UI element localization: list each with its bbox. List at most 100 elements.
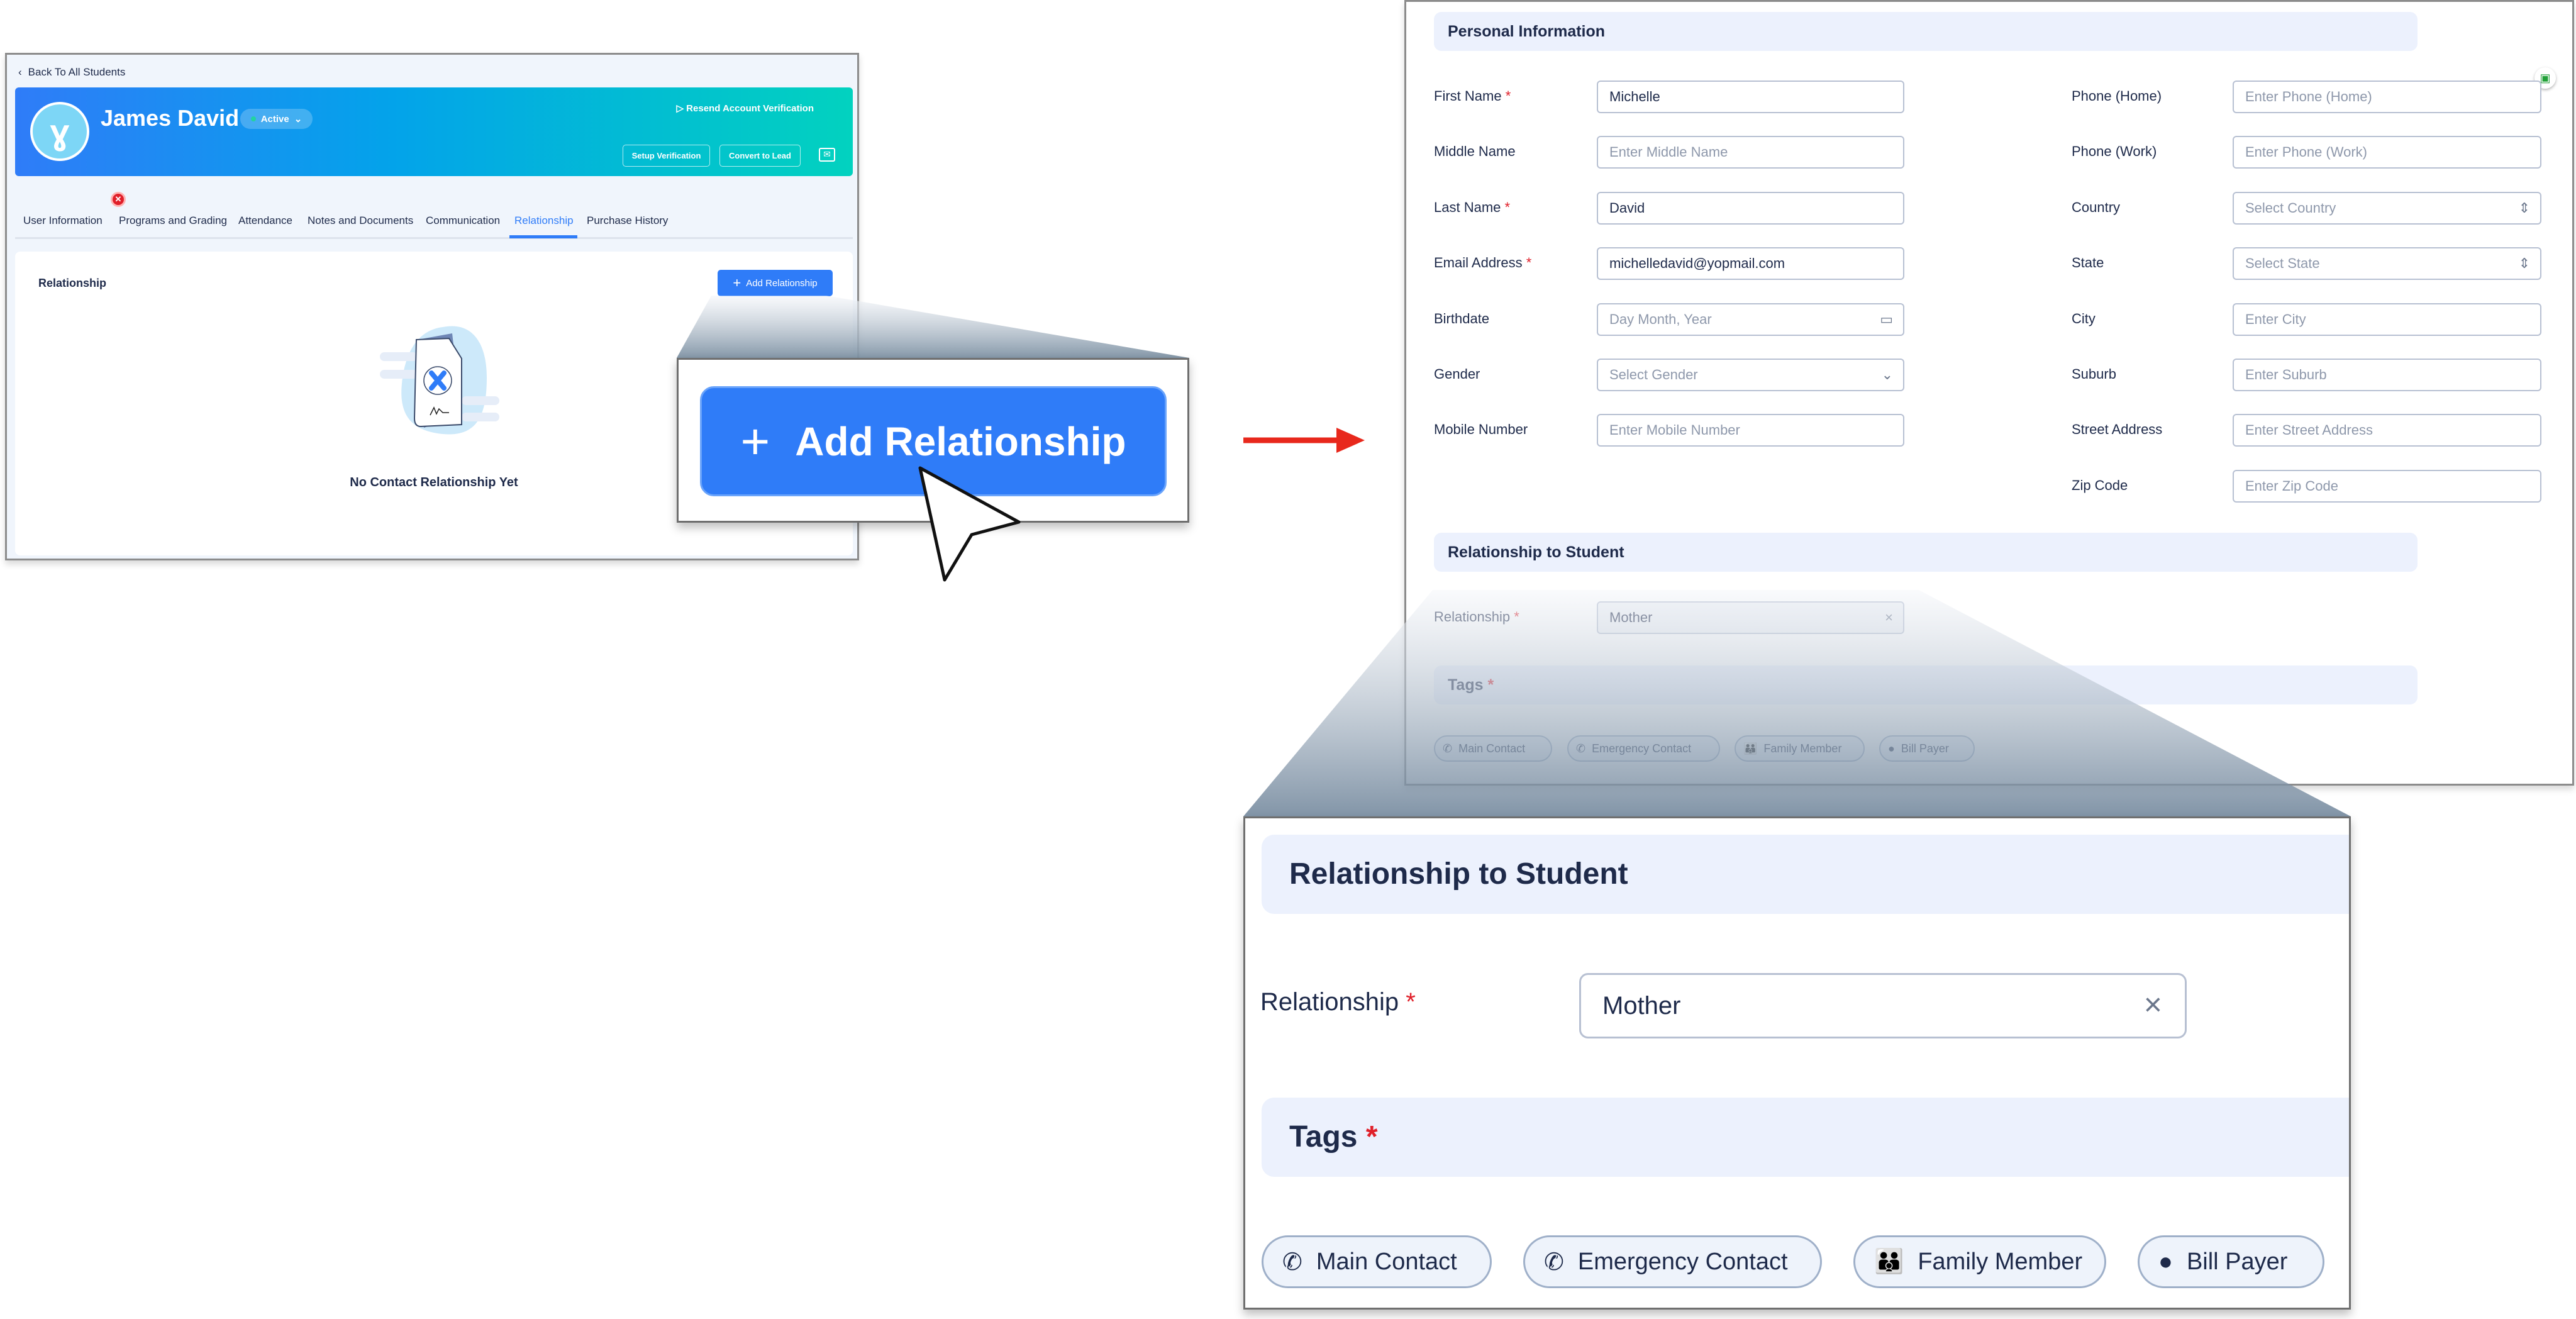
- tags-header-text: Tags: [1448, 676, 1484, 694]
- mobile-number-label: Mobile Number: [1434, 421, 1528, 438]
- error-badge-icon: ✕: [111, 192, 126, 207]
- plus-icon: +: [733, 275, 741, 291]
- last-name-input[interactable]: David: [1597, 191, 1904, 225]
- chevron-down-icon[interactable]: ⌄: [1881, 367, 1893, 382]
- tag-label: Family Member: [1918, 1248, 2083, 1275]
- empty-document-illustration: [380, 326, 499, 435]
- city-input[interactable]: Enter City: [2233, 303, 2541, 336]
- zoomed-tag-emergency-contact[interactable]: ✆Emergency Contact: [1523, 1235, 1822, 1288]
- country-input[interactable]: Select Country ⇕: [2233, 191, 2541, 225]
- input-placeholder: Select State: [2245, 255, 2320, 272]
- input-value: David: [1609, 199, 1645, 216]
- first-name-label: First Name *: [1434, 88, 1511, 104]
- relationship-label-zoomed: Relationship *: [1260, 988, 1416, 1016]
- phone-home-input[interactable]: Enter Phone (Home): [2233, 81, 2541, 113]
- tag-label: Family Member: [1763, 742, 1842, 755]
- zip-code-input[interactable]: Enter Zip Code: [2233, 469, 2541, 503]
- gender-label: Gender: [1434, 366, 1480, 382]
- student-name: James David: [101, 105, 240, 131]
- clear-icon[interactable]: ×: [2143, 987, 2162, 1022]
- birthdate-input[interactable]: Day Month, Year▭: [1597, 303, 1904, 336]
- clear-icon[interactable]: ×: [1885, 609, 1893, 625]
- suburb-input[interactable]: Enter Suburb: [2233, 359, 2541, 391]
- email-address-input[interactable]: michelledavid@yopmail.com: [1597, 247, 1904, 281]
- tag-main-contact[interactable]: ✆Main Contact: [1434, 735, 1552, 762]
- add-relationship-button[interactable]: + Add Relationship: [718, 270, 833, 296]
- middle-name-label: Middle Name: [1434, 143, 1516, 160]
- label-text: First Name: [1434, 88, 1502, 104]
- back-link-label: Back To All Students: [28, 66, 126, 78]
- chevron-down-icon: ⌄: [294, 114, 303, 125]
- zoomed-tag-main-contact[interactable]: ✆Main Contact: [1262, 1235, 1492, 1288]
- input-placeholder: Enter City: [2245, 311, 2306, 327]
- label-text: Zip Code: [2072, 477, 2128, 493]
- add-relationship-zoomed-label: Add Relationship: [795, 418, 1126, 464]
- mail-icon[interactable]: ✉: [819, 148, 835, 162]
- middle-name-input[interactable]: Enter Middle Name: [1597, 136, 1904, 169]
- state-input[interactable]: Select State ⇕: [2233, 247, 2541, 281]
- assistant-icon[interactable]: ▣: [2534, 67, 2556, 89]
- tag-family-member[interactable]: 👪Family Member: [1735, 735, 1865, 762]
- tab-relationship[interactable]: Relationship: [514, 214, 574, 226]
- label-text: Phone (Home): [2072, 88, 2162, 104]
- tab-communication[interactable]: Communication: [426, 214, 501, 226]
- back-link[interactable]: ‹Back To All Students: [18, 66, 125, 79]
- last-name-label: Last Name *: [1434, 199, 1510, 216]
- add-relationship-label: Add Relationship: [746, 277, 818, 289]
- tab-user-information[interactable]: User Information: [23, 214, 103, 226]
- zoomed-tag-bill-payer[interactable]: ●Bill Payer: [2138, 1235, 2324, 1288]
- phone-icon: ✆: [1544, 1249, 1564, 1276]
- status-label: Active: [260, 113, 289, 125]
- street-address-input[interactable]: Enter Street Address: [2233, 414, 2541, 447]
- empty-state-text: No Contact Relationship Yet: [350, 476, 518, 489]
- updown-icon[interactable]: ⇕: [2518, 199, 2530, 216]
- country-label: Country: [2072, 199, 2120, 216]
- calendar-icon[interactable]: ▭: [1880, 311, 1893, 327]
- relationship-to-student-header-zoomed: Relationship to Student: [1262, 835, 2349, 914]
- relationship-select-zoomed[interactable]: Mother×: [1579, 973, 2187, 1038]
- gender-input[interactable]: Select Gender⌄: [1597, 359, 1904, 391]
- relationship-label-text: Relationship: [1260, 988, 1399, 1016]
- status-dropdown[interactable]: Active ⌄: [240, 109, 313, 129]
- required-mark: *: [1406, 988, 1416, 1016]
- input-placeholder: Select Country: [2245, 199, 2336, 216]
- setup-verification-button[interactable]: Setup Verification: [623, 145, 710, 167]
- tag-bill-payer[interactable]: ● Bill Payer: [1879, 735, 1975, 762]
- student-header: ɣ James David Active⌄ ✕ ▷ Resend Account…: [15, 87, 853, 207]
- label-text: Email Address: [1434, 255, 1523, 271]
- resend-verification-link[interactable]: ▷ Resend Account Verification: [676, 103, 814, 114]
- relationship-label: Relationship *: [1434, 609, 1519, 625]
- relationship-label-text: Relationship: [1434, 609, 1511, 625]
- tab-bar: User Information Programs and Grading Atte…: [15, 211, 853, 239]
- tab-notes-and-documents[interactable]: Notes and Documents: [308, 214, 414, 226]
- label-text: Country: [2072, 199, 2121, 215]
- input-value: michelledavid@yopmail.com: [1609, 255, 1785, 272]
- required-mark: *: [1514, 609, 1519, 625]
- mobile-number-input[interactable]: Enter Mobile Number: [1597, 414, 1904, 447]
- input-placeholder: Enter Street Address: [2245, 422, 2373, 438]
- tag-emergency-contact[interactable]: ✆Emergency Contact: [1567, 735, 1720, 762]
- updown-icon[interactable]: ⇕: [2518, 255, 2530, 272]
- tab-programs-and-grading[interactable]: Programs and Grading: [119, 214, 227, 226]
- send-icon: ▷: [676, 103, 687, 114]
- phone-work-input[interactable]: Enter Phone (Work): [2233, 136, 2541, 169]
- zoomed-tag-family-member[interactable]: 👪Family Member: [1853, 1235, 2106, 1288]
- label-text: Mobile Number: [1434, 421, 1528, 438]
- relationship-select[interactable]: Mother ×: [1597, 601, 1904, 634]
- card-title: Relationship: [38, 277, 107, 289]
- relationship-value: Mother: [1609, 609, 1653, 625]
- input-placeholder: Enter Phone (Work): [2245, 144, 2368, 160]
- label-text: Gender: [1434, 366, 1480, 382]
- tags-header-zoomed: Tags *: [1262, 1098, 2349, 1177]
- tag-label: Bill Payer: [1901, 742, 1949, 755]
- person-icon: ●: [1888, 742, 1895, 755]
- add-relationship-button-zoomed[interactable]: +Add Relationship: [700, 386, 1167, 496]
- tag-label: Bill Payer: [2186, 1248, 2288, 1275]
- tab-purchase-history[interactable]: Purchase History: [587, 214, 669, 226]
- first-name-input[interactable]: Michelle: [1597, 81, 1904, 113]
- convert-to-lead-button[interactable]: Convert to Lead: [719, 145, 801, 167]
- required-mark: *: [1504, 199, 1511, 215]
- tab-attendance[interactable]: Attendance: [238, 214, 293, 226]
- input-value: Michelle: [1609, 89, 1660, 104]
- zoom-callout-relationship: Relationship to Student Relationship * M…: [1243, 816, 2351, 1310]
